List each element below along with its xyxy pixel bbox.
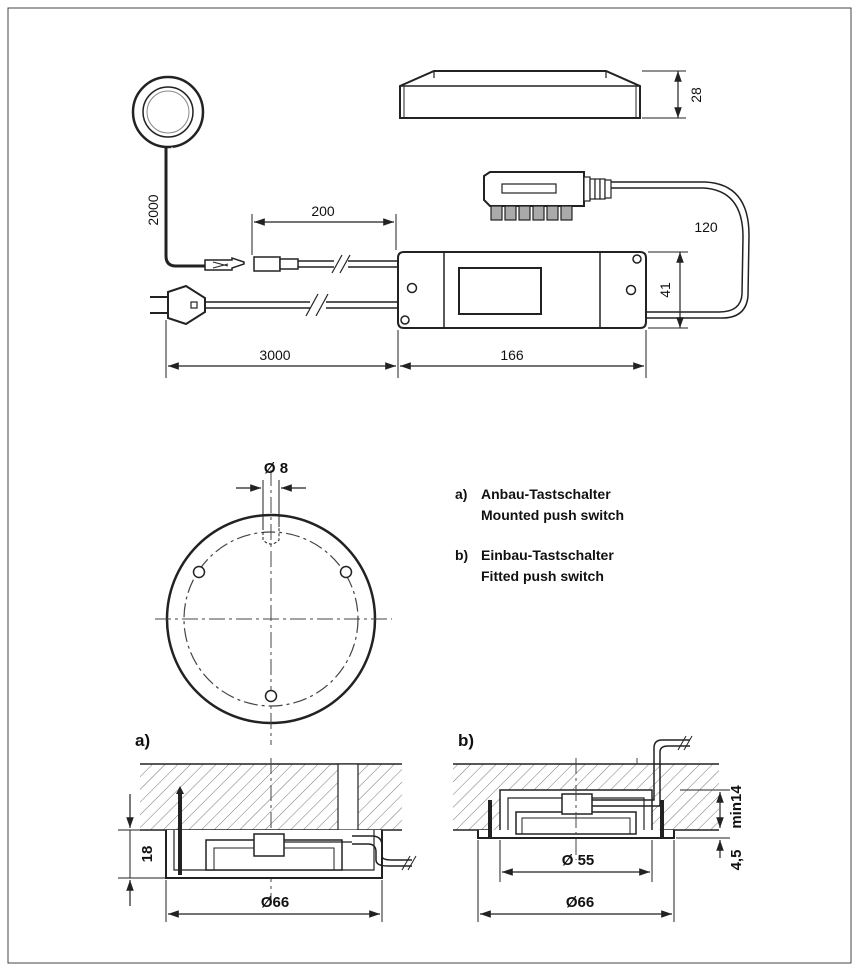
dim-fitted-min-depth: min14 xyxy=(680,785,745,829)
dim-switch-cable-label: 2000 xyxy=(145,194,161,225)
section-b-fitted xyxy=(453,735,719,860)
dim-transformer-width-label: 41 xyxy=(657,282,673,298)
dim-mains-cable: 3000 xyxy=(165,320,399,378)
dim-fitted-inner-diameter-label: Ø 55 xyxy=(562,852,595,869)
legend-a-english: Mounted push switch xyxy=(481,507,624,523)
dim-fitted-inner-diameter: Ø 55 xyxy=(499,840,653,882)
dim-mains-cable-label: 3000 xyxy=(259,347,290,363)
switch-cable xyxy=(164,147,205,268)
legend-b-german: Einbau-Tastschalter xyxy=(481,547,614,563)
dim-transformer-width: 41 xyxy=(648,251,688,329)
dim-connector-cable-label: 200 xyxy=(311,203,335,219)
switch-plan-view xyxy=(155,470,392,745)
dim-mounted-height-label: 18 xyxy=(139,846,156,863)
output-cable xyxy=(611,181,750,319)
dim-hole-diameter-label: Ø 8 xyxy=(264,460,288,477)
dim-transformer-height: 28 xyxy=(642,70,704,119)
mains-cable xyxy=(205,293,398,317)
dim-fitted-flange: 4,5 xyxy=(676,837,745,871)
push-switch-top-view xyxy=(131,75,205,149)
dim-transformer-length: 166 xyxy=(400,330,647,378)
dim-connector-cable: 200 xyxy=(251,203,397,255)
dim-output-cable-label: 120 xyxy=(694,219,718,235)
transformer-side-view xyxy=(399,70,641,119)
legend-a-marker: a) xyxy=(455,486,467,502)
mains-plug xyxy=(150,284,206,326)
distributor-block xyxy=(483,171,612,221)
plug-connector-female xyxy=(253,256,299,272)
dim-transformer-length-label: 166 xyxy=(500,347,524,363)
dim-mounted-diameter-label: Ø66 xyxy=(261,894,289,911)
legend-b-marker: b) xyxy=(455,547,468,563)
dim-mounted-diameter: Ø66 xyxy=(165,880,383,922)
dim-fitted-outer-diameter-label: Ø66 xyxy=(566,894,594,911)
dim-fitted-flange-label: 4,5 xyxy=(728,850,745,871)
dim-fitted-outer-diameter: Ø66 xyxy=(477,840,675,922)
dim-mounted-height: 18 xyxy=(118,794,166,906)
dim-fitted-min-depth-label: min14 xyxy=(728,785,745,829)
transformer-top-view xyxy=(397,251,647,329)
legend-a-german: Anbau-Tastschalter xyxy=(481,486,611,502)
legend: a) Anbau-Tastschalter Mounted push switc… xyxy=(455,486,624,584)
legend-b-english: Fitted push switch xyxy=(481,568,604,584)
section-b-label: b) xyxy=(458,731,474,750)
dim-hole-diameter: Ø 8 xyxy=(236,460,306,527)
section-a-label: a) xyxy=(135,731,150,750)
plug-connector-male xyxy=(204,256,245,271)
section-a-mounted xyxy=(140,758,417,905)
dim-transformer-height-label: 28 xyxy=(688,87,704,103)
drawing-frame xyxy=(7,7,852,964)
connector-cable xyxy=(298,254,398,274)
